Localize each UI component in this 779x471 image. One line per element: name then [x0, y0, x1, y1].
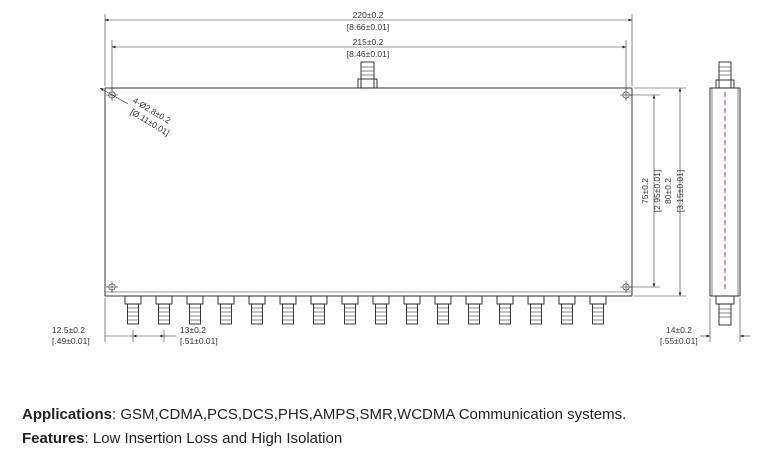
mounting-holes — [106, 89, 632, 293]
edge-offset-value: 12.5±0.2 — [52, 325, 85, 335]
thickness-value: 14±0.2 — [666, 325, 692, 335]
dim-hole-spacing-length: 215±0.2 [8.46±0.01] — [111, 37, 627, 90]
input-connector — [357, 61, 378, 89]
output-connector — [124, 295, 142, 325]
mounting-hole-bottom-left — [106, 281, 118, 293]
overall-height-value: 80±0.2 — [663, 178, 673, 204]
dim-edge-offset: 12.5±0.2 [.49±0.01] — [52, 298, 134, 346]
output-connector — [217, 295, 235, 325]
output-connector — [527, 295, 545, 325]
features-line: Features: Low Insertion Loss and High Is… — [22, 430, 342, 448]
applications-label: Applications — [22, 406, 113, 423]
overall-length-inch: [8.66±0.01] — [347, 22, 389, 32]
output-connector — [372, 295, 390, 325]
hole-spacing-length-value: 215±0.2 — [353, 37, 384, 47]
dim-port-pitch: 13±0.2 [.51±0.01] — [133, 325, 218, 346]
output-connector — [496, 295, 514, 325]
edge-offset-inch: [.49±0.01] — [52, 336, 90, 346]
applications-text: : GSM,CDMA,PCS,DCS,PHS,AMPS,SMR,WCDMA Co… — [112, 406, 627, 423]
thickness-inch: [.55±0.01] — [660, 336, 698, 346]
output-connector — [279, 295, 297, 325]
output-connector — [434, 295, 452, 325]
hole-spacing-length-inch: [8.46±0.01] — [347, 49, 389, 59]
port-pitch-value: 13±0.2 — [180, 325, 206, 335]
output-connector — [403, 295, 421, 325]
hole-spacing-height-value: 75±0.2 — [640, 178, 650, 204]
overall-length-value: 220±0.2 — [353, 10, 384, 20]
dim-overall-height: 80±0.2 [3.15±0.01] — [634, 87, 686, 297]
hole-spacing-height-inch: [2.95±0.01] — [652, 170, 662, 212]
housing-outline — [104, 87, 633, 297]
dim-thickness: 14±0.2 [.55±0.01] — [660, 298, 750, 346]
output-connector — [558, 295, 576, 325]
output-connector — [465, 295, 483, 325]
side-input-connector — [715, 61, 735, 89]
output-connectors — [124, 295, 607, 325]
dim-hole-spacing-height: 75±0.2 [2.95±0.01] — [630, 94, 662, 288]
features-text: : Low Insertion Loss and High Isolation — [84, 430, 343, 447]
output-connector — [186, 295, 204, 325]
output-connector — [155, 295, 173, 325]
port-pitch-inch: [.51±0.01] — [180, 336, 218, 346]
output-connector — [589, 295, 607, 325]
applications-line: Applications: GSM,CDMA,PCS,DCS,PHS,AMPS,… — [22, 406, 626, 424]
side-output-connector — [715, 295, 735, 326]
output-connector — [341, 295, 359, 325]
dim-overall-length: 220±0.2 [8.66±0.01] — [104, 10, 633, 86]
output-connector — [310, 295, 328, 325]
dim-mounting-holes: 4-Ø2.8±0.2 [Ø.11±0.01] — [99, 87, 173, 138]
side-view — [709, 61, 741, 326]
features-label: Features — [22, 430, 85, 447]
output-connector — [248, 295, 266, 325]
overall-height-inch: [3.15±0.01] — [675, 170, 685, 212]
